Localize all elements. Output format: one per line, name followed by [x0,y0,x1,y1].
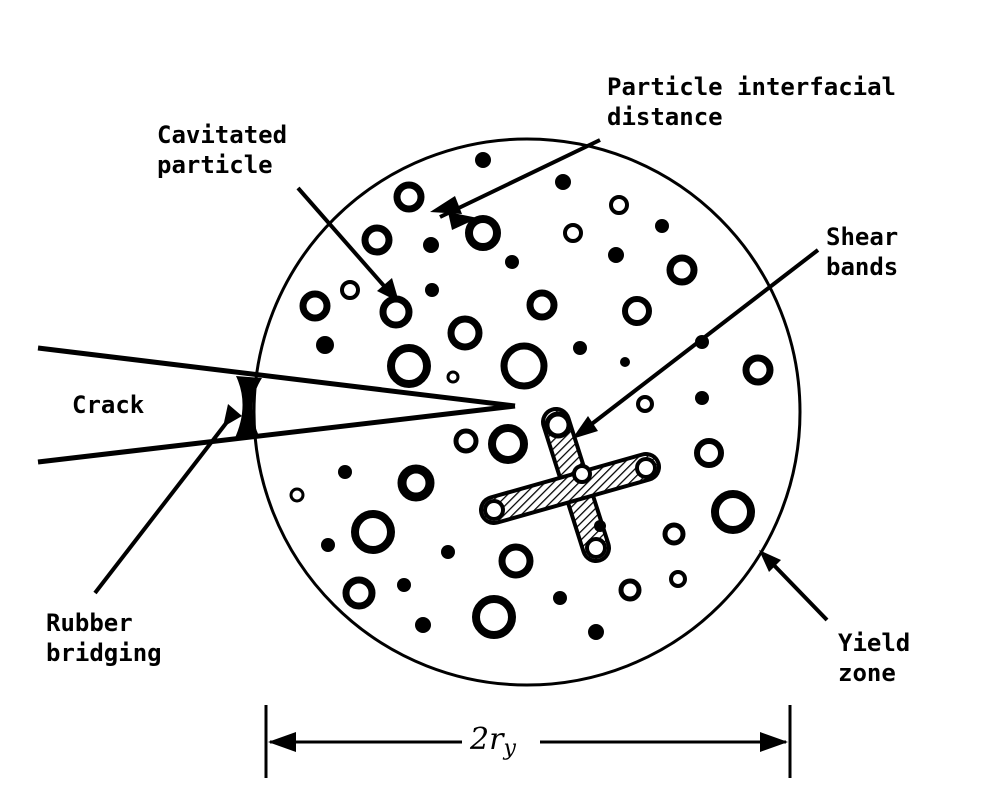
yield-arrow [764,555,829,622]
cavitated-particle-32 [483,499,505,521]
cavitated-particle-28 [289,487,305,503]
crack-label: Crack [72,391,145,419]
solid-particle-18 [415,617,431,633]
cavitated-particle-11 [622,296,652,326]
solid-particle-5 [608,247,624,263]
solid-particle-10 [695,391,709,405]
solid-particle-12 [338,465,352,479]
cavitated-particle-23 [662,522,686,546]
cavitated-particle-3 [340,280,360,300]
dimension-2ry [264,705,792,778]
shear-bands [479,407,661,563]
cavitated-particle-31 [635,457,657,479]
cavitated-particle-16 [453,428,479,454]
cavitated-particle-9 [609,195,629,215]
cavitated-particle-8 [563,223,583,243]
yield-arrowhead [759,550,781,572]
solid-particle-2 [655,219,669,233]
cavitated-particle-12 [387,344,431,388]
arrowheads [223,196,781,572]
cavitated-particle-6 [447,315,483,351]
rubber-particles [289,152,774,640]
cavitated-arrow [296,186,394,297]
cavitated-particle-29 [636,395,654,413]
solid-particle-1 [555,174,571,190]
solid-particle-8 [316,336,334,354]
solid-particle-6 [425,283,439,297]
cavitated-particle-label: Cavitated particle [157,121,288,179]
cavitated-particle-30 [544,411,572,439]
solid-particle-11 [620,357,630,367]
cavitated-particle-34 [572,464,592,484]
shear-bands-label: Shear bands [826,223,899,281]
crack [37,345,516,465]
cavitated-particle-21 [498,543,534,579]
cavitated-particle-4 [379,295,413,329]
cavitated-particle-22 [711,490,755,534]
interfacial-arrowhead-back [448,212,478,230]
yield-zone-label: Yield zone [838,629,911,687]
cavitated-particle-18 [694,438,724,468]
solid-particle-0 [475,152,491,168]
leader-arrows [93,138,829,622]
solid-particle-4 [505,255,519,269]
cavitated-particle-1 [465,215,501,251]
solid-particle-7 [573,341,587,355]
rubber-bridging-label: Rubber bridging [46,609,162,667]
cavitated-particle-24 [472,595,516,639]
solid-particle-17 [588,624,604,640]
cavitated-particle-13 [500,342,548,390]
cavitated-particle-10 [666,254,698,286]
solid-particle-19 [594,520,606,532]
cavitated-particle-33 [585,537,607,559]
shear-arrow [578,248,820,435]
cavitated-particle-2 [361,224,393,256]
particle-interfacial-distance-label: Particle interfacial distance [607,73,896,131]
cavitated-particle-20 [351,510,395,554]
cavitated-particle-7 [526,289,558,321]
cavitated-particle-0 [393,181,425,213]
solid-particle-15 [397,578,411,592]
solid-particle-14 [321,538,335,552]
interfacial-arrow [439,138,601,219]
cavitated-particle-19 [397,464,435,502]
solid-particle-16 [553,591,567,605]
dimension-label: 2ry [470,722,516,761]
cavitated-particle-15 [742,354,774,386]
solid-particle-3 [423,237,439,253]
cavitated-particle-5 [299,290,331,322]
cavitated-arrowhead [377,278,399,302]
rubber-arrow [93,420,229,595]
yield-zone-circle [252,137,802,687]
interfacial-arrowhead [430,196,462,214]
cavitated-particle-27 [342,576,376,610]
solid-particle-13 [441,545,455,559]
cavitated-particle-26 [669,570,687,588]
rubber-arrowhead [223,404,242,427]
rubber-bridge [234,376,262,440]
shear-arrowhead [572,416,598,439]
cavitated-particle-25 [618,578,642,602]
cavitated-particle-17 [488,424,528,464]
cavitated-particle-14 [446,370,460,384]
